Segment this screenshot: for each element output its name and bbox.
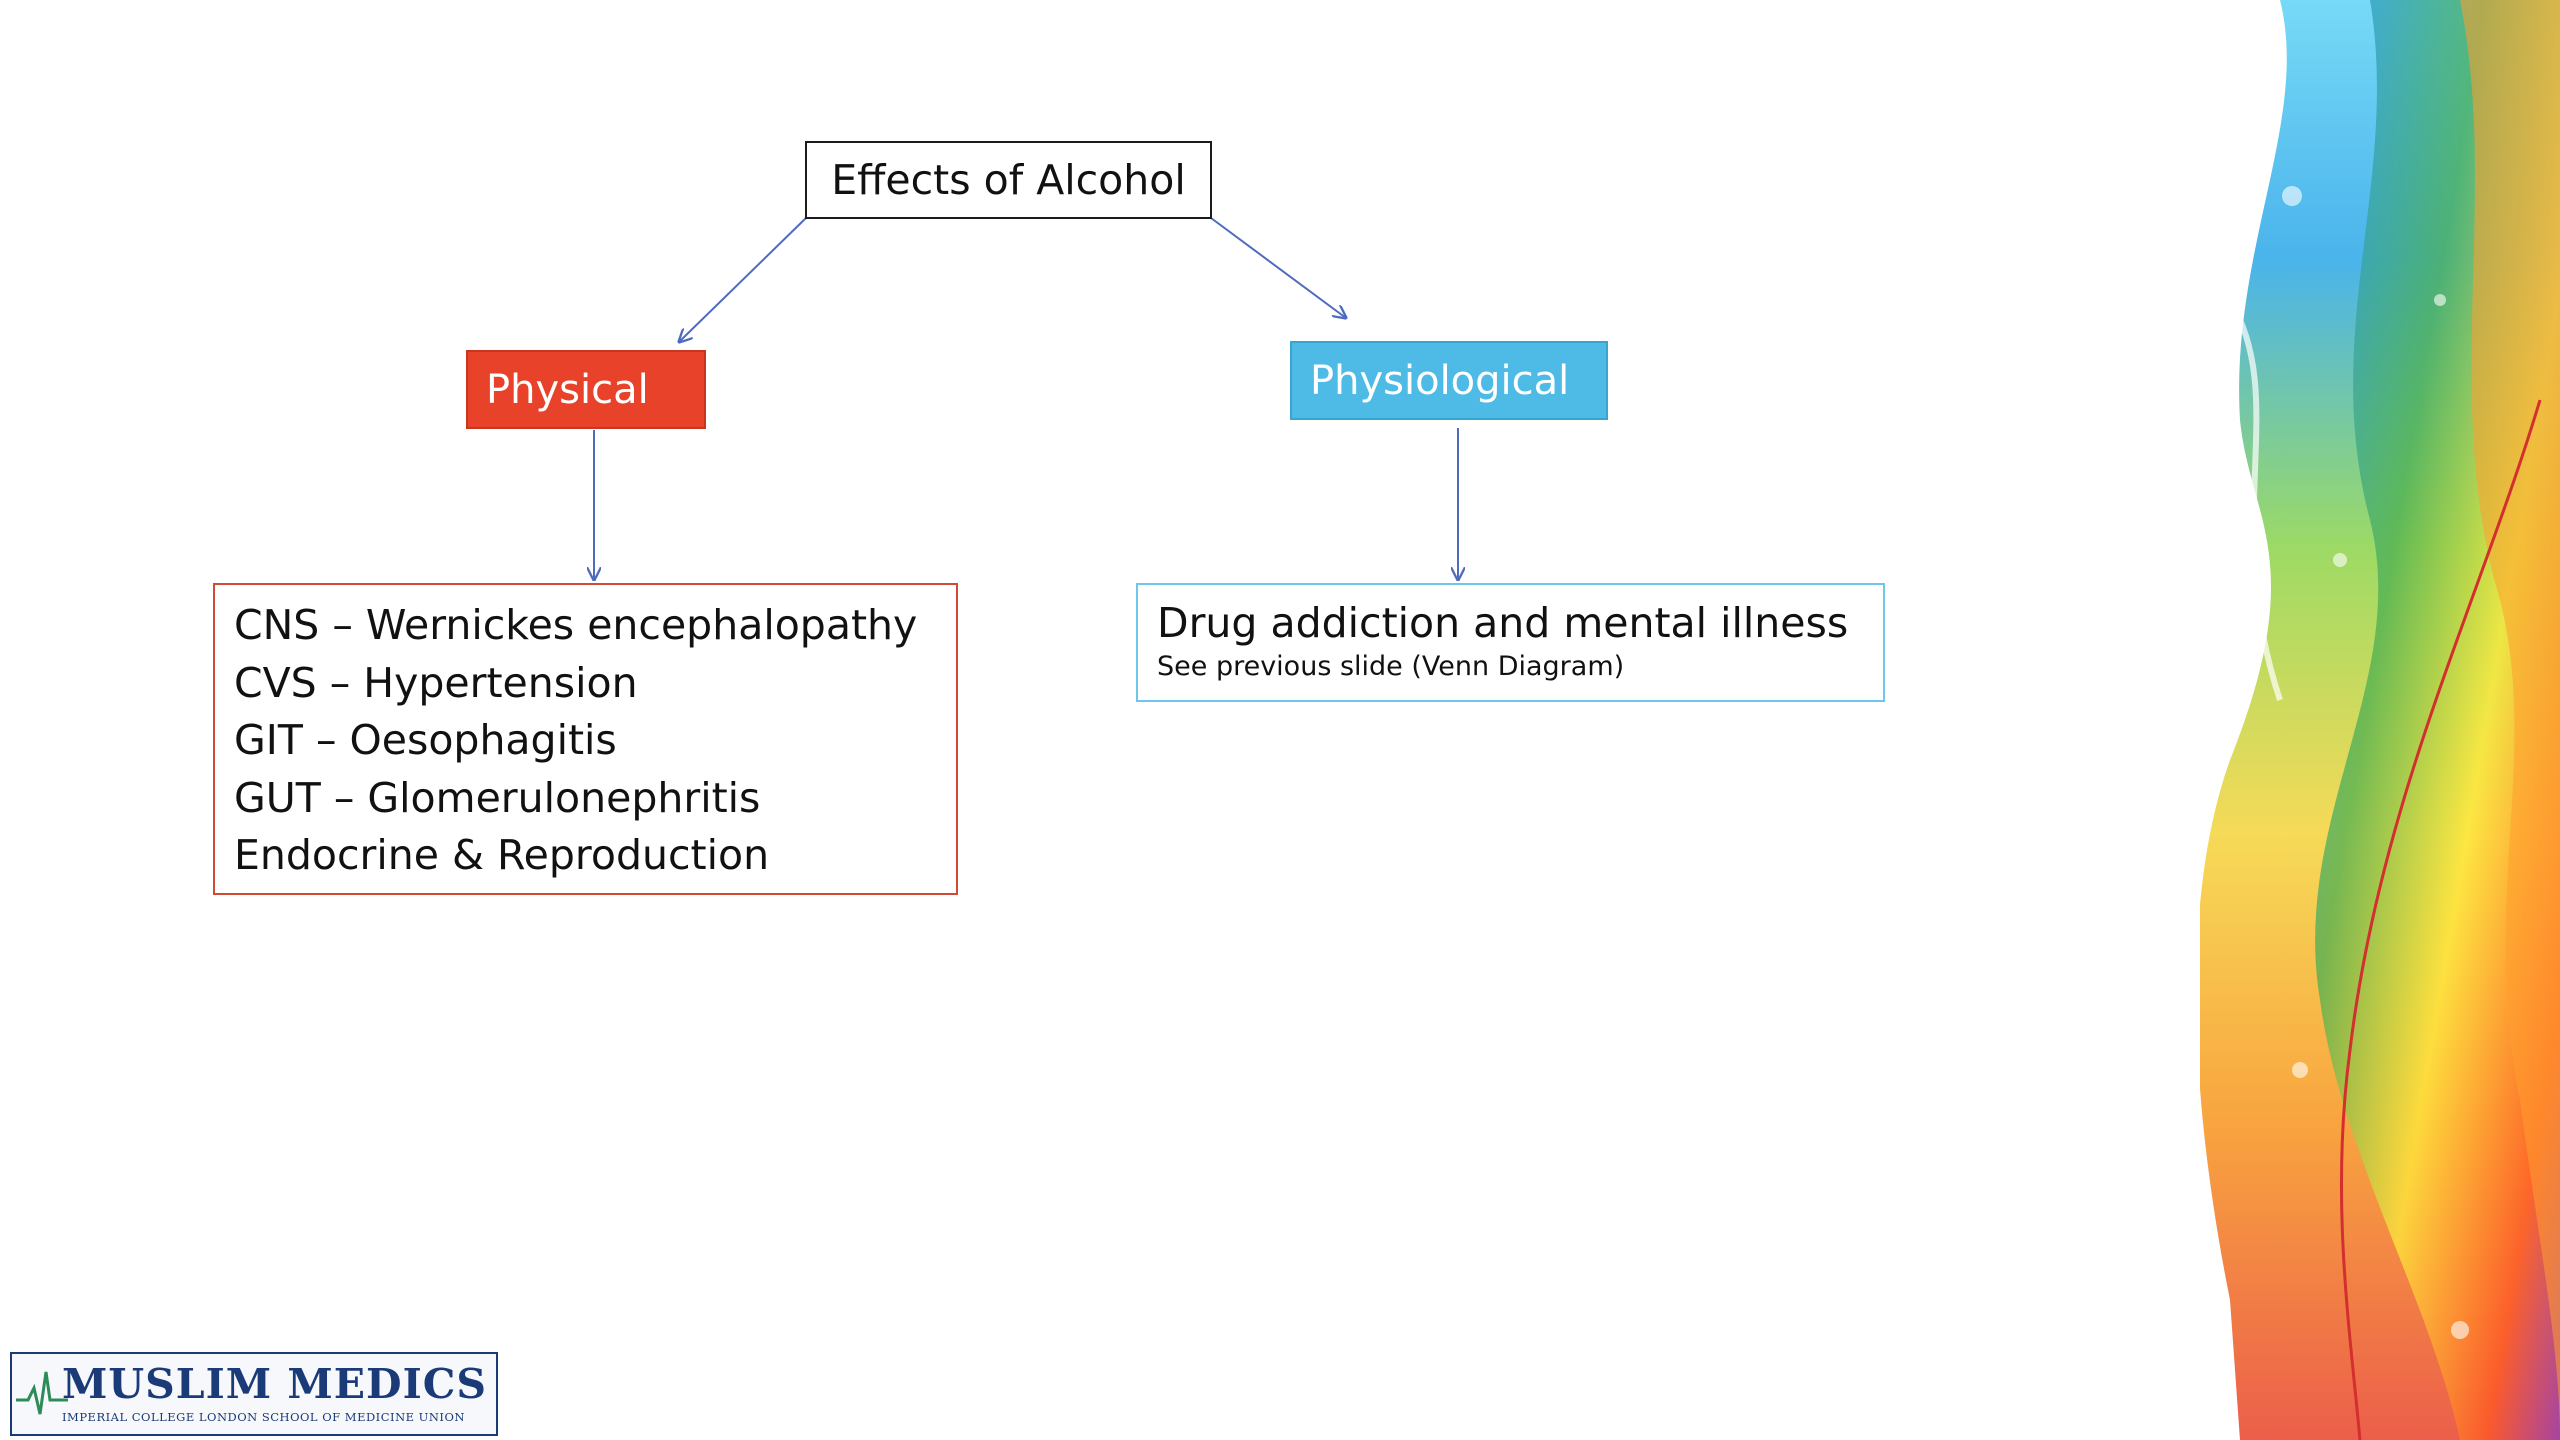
- arrow-title-to-physiological: [1210, 217, 1346, 318]
- list-item: GIT – Oesophagitis: [234, 716, 617, 764]
- list-item: CVS – Hypertension: [234, 658, 638, 707]
- physiological-note: See previous slide (Venn Diagram): [1157, 651, 1625, 682]
- list-item: GUT – Glomerulonephritis: [234, 773, 761, 822]
- logo-subtitle: IMPERIAL COLLEGE LONDON SCHOOL OF MEDICI…: [62, 1410, 465, 1424]
- rainbow-swirl-decoration: [2200, 0, 2560, 1440]
- arrow-title-to-physical: [679, 217, 807, 342]
- physiological-detail: Drug addiction and mental illness: [1157, 599, 1849, 647]
- physical-effects-list: CNS – Wernickes encephalopathy CVS – Hyp…: [213, 583, 958, 895]
- physical-label: Physical: [486, 366, 649, 413]
- muslim-medics-logo: MUSLIM MEDICS IMPERIAL COLLEGE LONDON SC…: [10, 1352, 498, 1436]
- diagram-title: Effects of Alcohol: [831, 156, 1186, 204]
- physiological-branch-box: Physiological: [1290, 341, 1608, 420]
- list-item: CNS – Wernickes encephalopathy: [234, 601, 918, 649]
- physical-branch-box: Physical: [466, 350, 706, 429]
- physiological-label: Physiological: [1310, 357, 1570, 404]
- diagram-title-box: Effects of Alcohol: [805, 141, 1212, 219]
- list-item: Endocrine & Reproduction: [234, 831, 770, 879]
- physiological-effects-box: Drug addiction and mental illness See pr…: [1136, 583, 1885, 702]
- heartbeat-icon: [16, 1371, 68, 1415]
- logo-name: MUSLIM MEDICS: [62, 1360, 488, 1408]
